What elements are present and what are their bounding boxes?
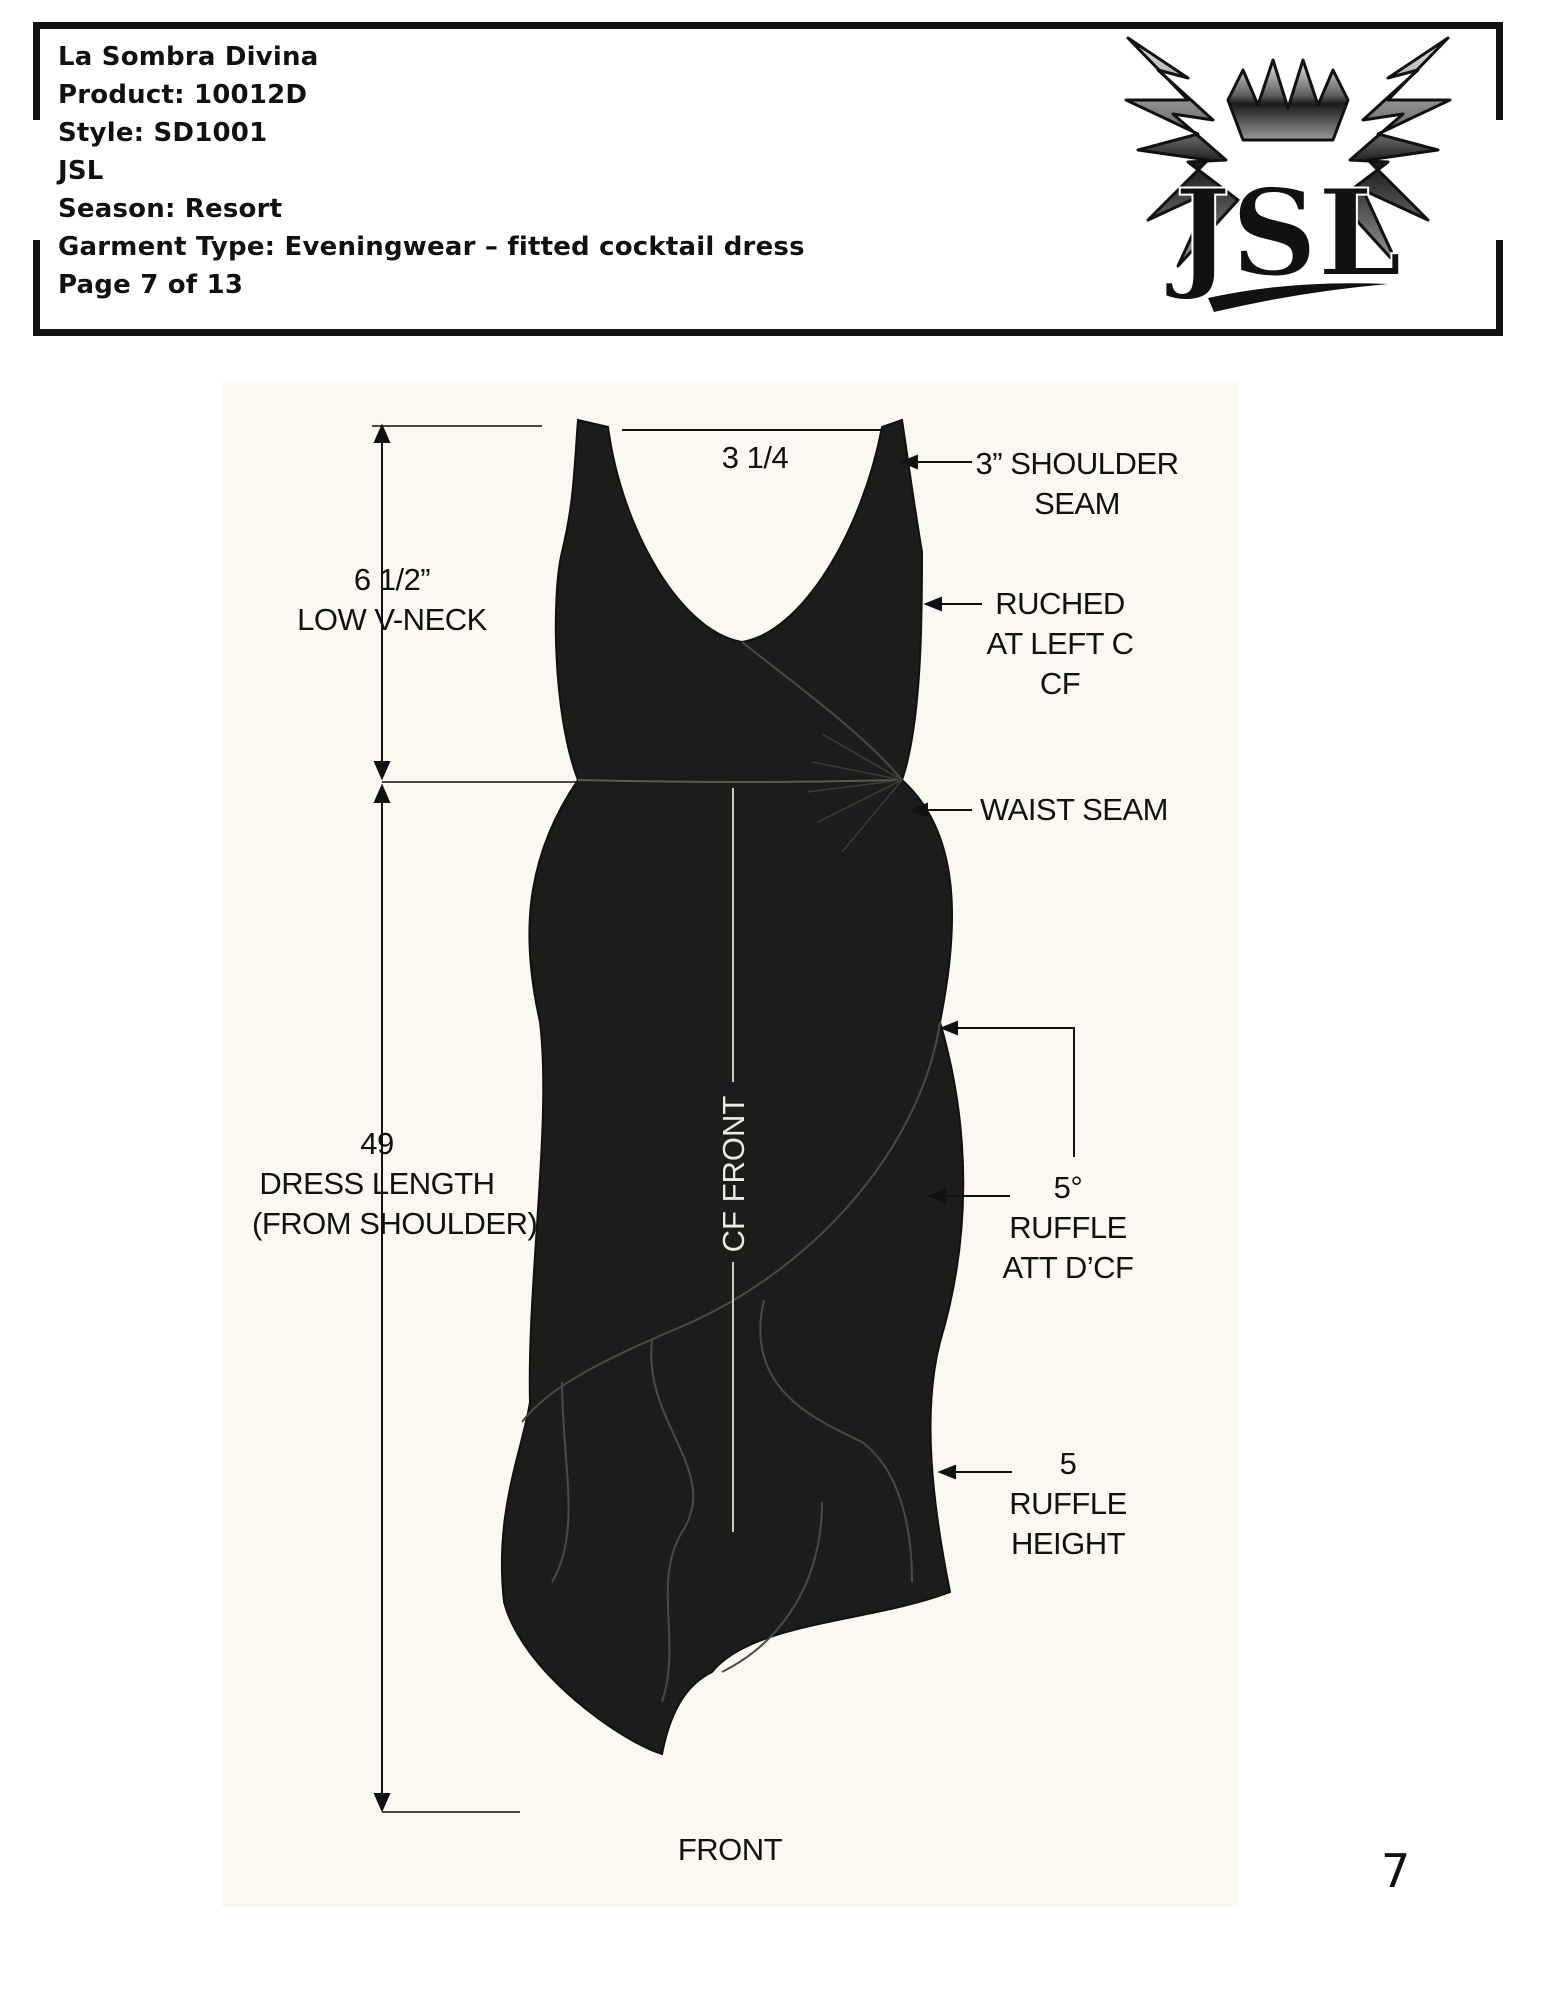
garment-type: Garment Type: Eveningwear – fitted cockt… bbox=[58, 232, 805, 262]
dress-silhouette bbox=[500, 418, 965, 1756]
neck-depth-callout: 6 1/2” LOW V-NECK bbox=[297, 562, 487, 637]
shoulder-width-label: 3 1/4 bbox=[721, 440, 789, 475]
shoulder-seam-callout: 3” SHOULDER SEAM bbox=[975, 446, 1179, 521]
ruffle-attachment-callout: 5° RUFFLE ATT D’CF bbox=[1002, 1170, 1134, 1285]
spec-header: La Sombra Divina Product: 10012D Style: … bbox=[58, 38, 805, 304]
product-number: Product: 10012D bbox=[58, 80, 308, 110]
style-number: Style: SD1001 bbox=[58, 118, 268, 148]
bodice-wrap-line bbox=[741, 641, 903, 781]
ruffle-folds bbox=[551, 1299, 913, 1703]
dress-sketch: CF FRONT bbox=[372, 418, 1075, 1813]
label-name: JSL bbox=[58, 156, 104, 186]
dress-length-dimension bbox=[373, 783, 391, 1813]
brand-name: La Sombra Divina bbox=[58, 42, 319, 72]
ruching-lines bbox=[806, 733, 903, 853]
ruffle-height-callout: 5 RUFFLE HEIGHT bbox=[1009, 1446, 1127, 1561]
ruched-callout: RUCHED AT LEFT C CF bbox=[986, 586, 1134, 701]
season: Season: Resort bbox=[58, 194, 283, 224]
dress-length-callout: 49 DRESS LENGTH (FROM SHOULDER) bbox=[252, 1126, 538, 1241]
view-label: FRONT bbox=[677, 1832, 783, 1867]
waist-seam-callout: WAIST SEAM bbox=[980, 792, 1168, 827]
technical-sketch-panel: CF FRONT 3 1/4 3” SHOULDER bbox=[222, 382, 1239, 1907]
frame-gap-left bbox=[28, 120, 46, 240]
cf-front-label: CF FRONT bbox=[716, 1096, 751, 1253]
skirt-wrap-line bbox=[521, 1021, 941, 1423]
frame-gap-right bbox=[1494, 120, 1512, 240]
jsl-logo: JSL bbox=[1124, 36, 1452, 312]
logo-wordmark: JSL bbox=[1165, 163, 1402, 304]
page-number: 7 bbox=[1381, 1844, 1411, 1898]
neck-depth-dimension bbox=[373, 423, 391, 781]
callout-arrows bbox=[899, 454, 1075, 1480]
waist-seam-line bbox=[577, 779, 903, 783]
page-indicator: Page 7 of 13 bbox=[58, 270, 244, 300]
